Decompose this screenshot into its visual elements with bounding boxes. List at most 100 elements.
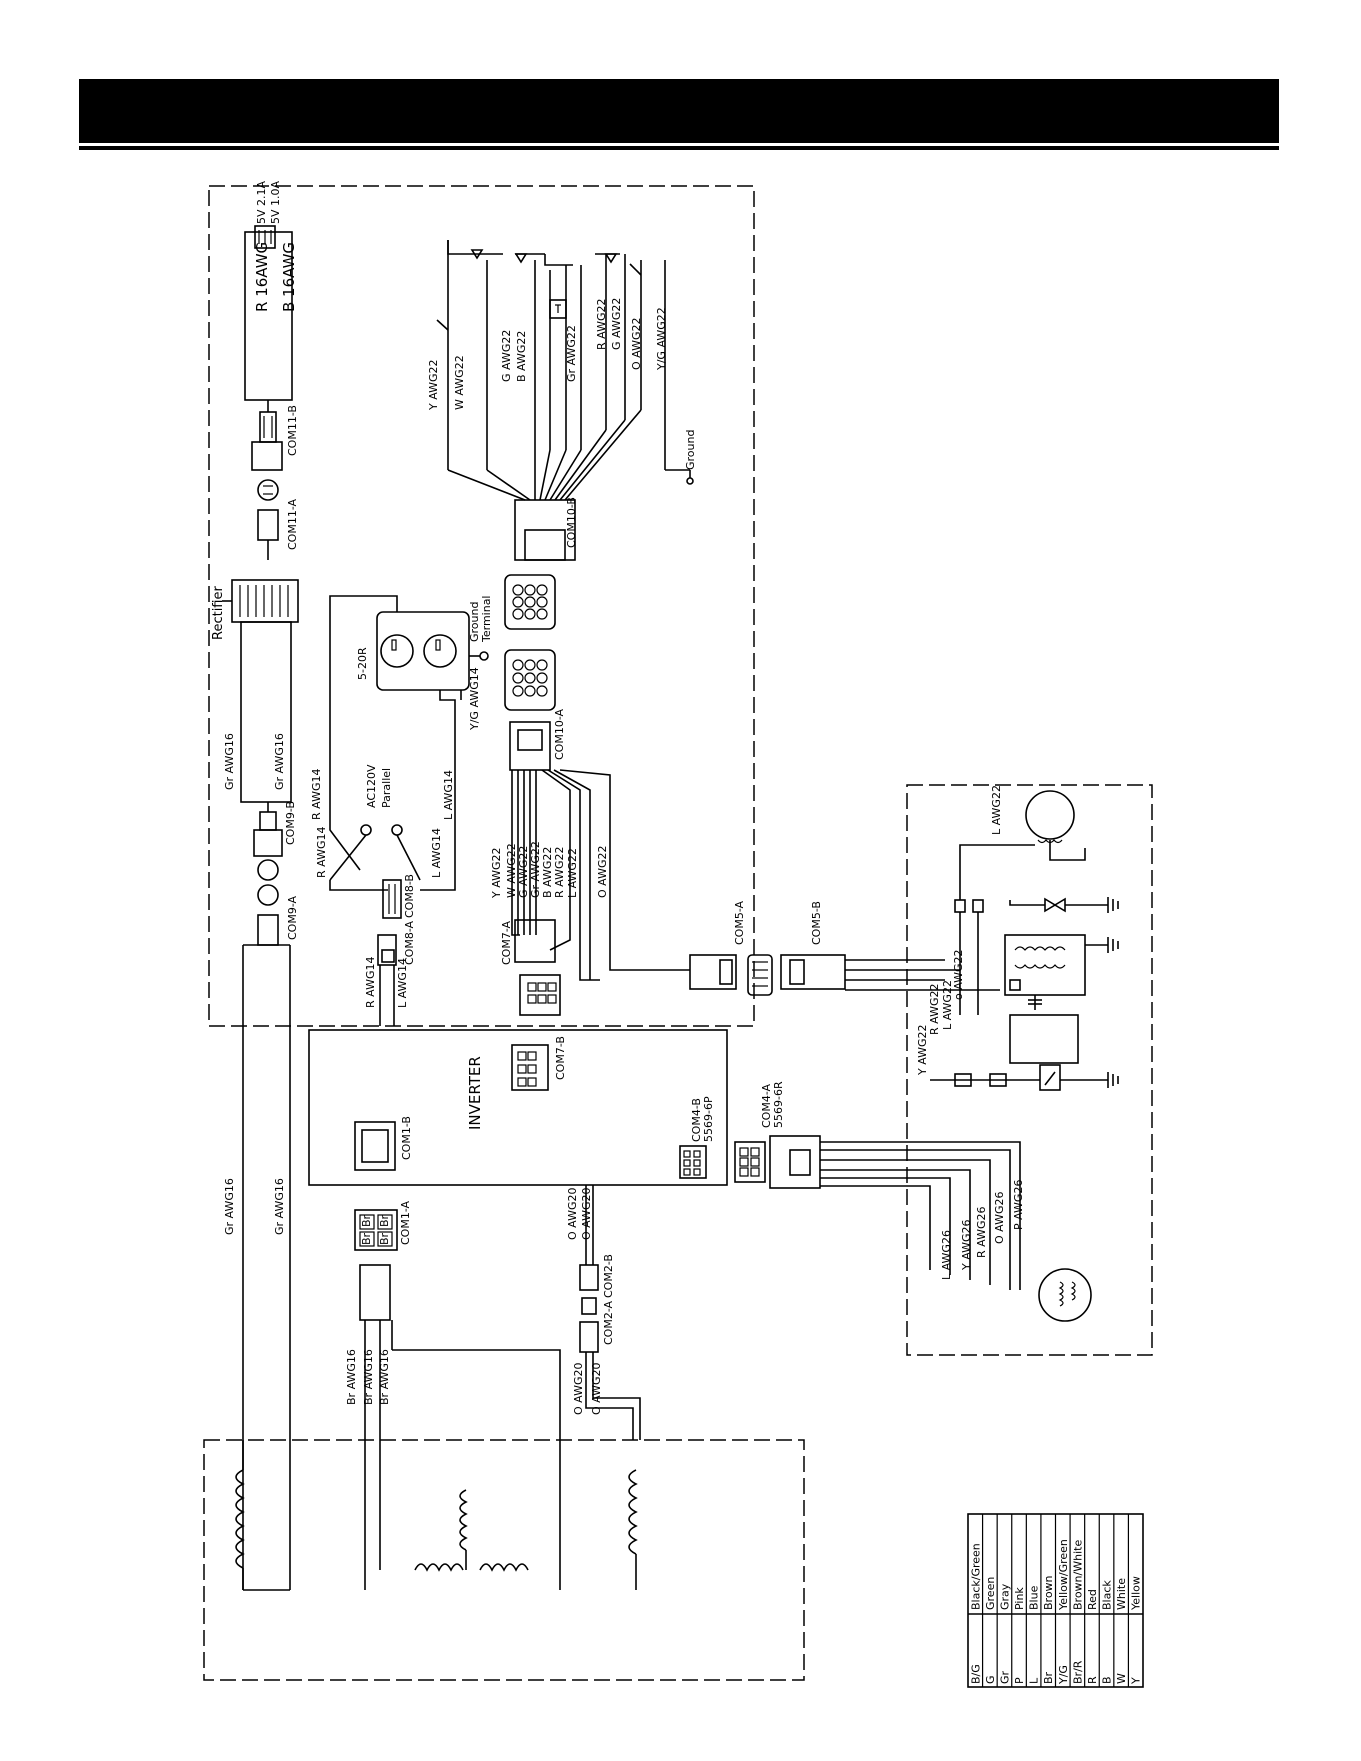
- com5b-label: COM5-B: [810, 901, 823, 945]
- color-legend-table: B/GBlack/GreenGGreenGrGrayPPinkLBlueBrBr…: [967, 1513, 1144, 1688]
- legend-color-name: Brown/White: [1071, 1540, 1084, 1610]
- com8a-connector: COM8-A: [377, 920, 416, 966]
- com7a-connector: COM7-A: [500, 919, 556, 965]
- legend-code: W: [1115, 1673, 1128, 1684]
- com4b-label: COM4-B: [690, 1098, 703, 1142]
- gr-awg16-label-a: Gr AWG16: [223, 733, 236, 790]
- rectifier: Rectifier: [211, 579, 299, 640]
- y-awg26-label: Y AWG26: [960, 1219, 973, 1271]
- legend-code: L: [1028, 1677, 1041, 1684]
- rectifier-label: Rectifier: [211, 586, 226, 640]
- legend-color-name: Blue: [1028, 1585, 1041, 1610]
- g-awg22-label-top: G AWG22: [500, 330, 513, 382]
- usb-rating-label-2: 5V 1.0A: [269, 180, 282, 224]
- legend-color-name: Yellow/Green: [1057, 1539, 1070, 1611]
- com1a-connector: Br Br Br Br COM1-A: [354, 1200, 412, 1251]
- r-awg26-label: R AWG26: [975, 1207, 988, 1258]
- com7b-socket: COM7-B: [511, 1036, 567, 1091]
- ground-label: Ground: [684, 430, 697, 470]
- com5a-label: COM5-A: [733, 900, 746, 945]
- l-awg22-label-mid: L AWG22: [566, 848, 579, 898]
- com2a-connector: COM2-A: [579, 1300, 615, 1353]
- com10a-label: COM10-A: [553, 708, 566, 760]
- com10b-label: COM10-B: [565, 497, 578, 548]
- y-awg22-label-mid: Y AWG22: [490, 847, 503, 899]
- yg-awg14-label: Y/G AWG14: [468, 667, 481, 731]
- com11-plug-face: [257, 479, 279, 501]
- com8b-connector: COM8-B: [382, 874, 416, 919]
- com8b-label: COM8-B: [403, 874, 416, 918]
- o-awg20-label-1: O AWG20: [566, 1188, 579, 1240]
- l-awg22-r-label: L AWG22: [941, 980, 954, 1030]
- transformer: [1004, 934, 1119, 1010]
- com9a-connector: COM9-A: [257, 895, 299, 946]
- gr-awg16-label-b: Gr AWG16: [273, 733, 286, 790]
- com4a-type-label: 5569-6R: [772, 1081, 785, 1128]
- y-awg22-r-label: Y AWG22: [916, 1024, 929, 1076]
- o-awg20-label-4: O AWG20: [590, 1363, 603, 1415]
- gr-awg22-label-top: Gr AWG22: [565, 325, 578, 382]
- ground-point: [686, 477, 694, 485]
- com1a-label: COM1-A: [399, 1200, 412, 1245]
- gr-awg22-label-mid: Gr AWG22: [529, 841, 542, 898]
- legend-code: Br: [1042, 1671, 1055, 1684]
- br-awg16-label-3: Br AWG16: [378, 1349, 391, 1405]
- outlet-5-20r-label: 5-20R: [356, 647, 369, 680]
- com4b-type-label: 5569-6P: [702, 1096, 715, 1142]
- com7a-pin-face: [519, 974, 561, 1016]
- alternator-winding-3phase: [414, 1489, 529, 1572]
- com10a-connector: COM10-A: [509, 708, 566, 771]
- legend-code: G: [984, 1675, 997, 1684]
- br-pin-label-2: Br: [378, 1214, 391, 1227]
- com9-plug-face-2: [257, 884, 279, 906]
- legend-code: Y/G: [1057, 1665, 1070, 1685]
- com4a-connector: COM4-A 5569-6R: [734, 1081, 821, 1189]
- legend-color-name: Pink: [1013, 1587, 1026, 1610]
- legend-color-name: White: [1115, 1578, 1128, 1610]
- com7b-label: COM7-B: [554, 1036, 567, 1080]
- legend-color-name: Red: [1086, 1589, 1099, 1610]
- com11a-connector: COM11-A: [257, 498, 299, 560]
- r-awg22-r-label: R AWG22: [928, 984, 941, 1035]
- br-awg16-label-1: Br AWG16: [345, 1349, 358, 1405]
- gr-awg16-label-l1: Gr AWG16: [223, 1178, 236, 1235]
- com1b-label: COM1-B: [400, 1116, 413, 1160]
- o-awg22-r-label: o AWG22: [952, 949, 965, 1000]
- motor-module-boundary: [906, 784, 1153, 1356]
- com2b-label: COM2-B: [602, 1254, 615, 1298]
- r-awg22-label-mid: R AWG22: [553, 847, 566, 898]
- com5a-connector: COM5-A: [689, 900, 746, 990]
- w-awg22-label-mid: W AWG22: [505, 843, 518, 898]
- legend-color-name: Gray: [998, 1583, 1011, 1610]
- header-rule: [79, 146, 1279, 150]
- ground-terminal-label-2: Terminal: [480, 596, 493, 644]
- usb-rating-label-1: 5V 2.1A: [255, 180, 268, 224]
- legend-code: Br/R: [1071, 1660, 1084, 1684]
- com10b-pin-face: [504, 574, 556, 630]
- ac120v-terminal-l: [391, 824, 403, 836]
- inverter-label: INVERTER: [466, 1056, 484, 1130]
- g-awg22-label-mid: G AWG22: [517, 846, 530, 898]
- y-awg22-label-top: Y AWG22: [427, 359, 440, 411]
- br-pin-label-3: Br: [360, 1232, 373, 1245]
- b-awg22-label-top: B AWG22: [515, 331, 528, 382]
- com4a-label: COM4-A: [760, 1083, 773, 1128]
- o-awg22-label-mid: O AWG22: [596, 846, 609, 898]
- w-awg22-label-top: W AWG22: [453, 355, 466, 410]
- parallel-label: Parallel: [380, 768, 393, 808]
- switch-harness: Y AWG22 W AWG22 G AWG22 B AWG22 Gr AWG22…: [427, 240, 697, 485]
- ground-terminal-label-1: Ground: [468, 602, 481, 642]
- com10b-connector: COM10-B: [514, 497, 578, 561]
- alternator-winding-o: [628, 1469, 638, 1590]
- control-panel-boundary: [208, 185, 755, 1027]
- stepper-motor: [1038, 1268, 1092, 1322]
- yg-awg22-label-top: Y/G AWG22: [655, 307, 668, 371]
- com11b-label: COM11-B: [286, 405, 299, 456]
- com9a-label: COM9-A: [286, 895, 299, 940]
- alternator-winding-gr: [235, 1440, 290, 1591]
- com11b-connector: COM11-B: [251, 400, 299, 471]
- legend-color-name: Black/Green: [969, 1543, 982, 1610]
- legend-code: P: [1013, 1677, 1026, 1684]
- ac120v-label: AC120V: [365, 764, 378, 808]
